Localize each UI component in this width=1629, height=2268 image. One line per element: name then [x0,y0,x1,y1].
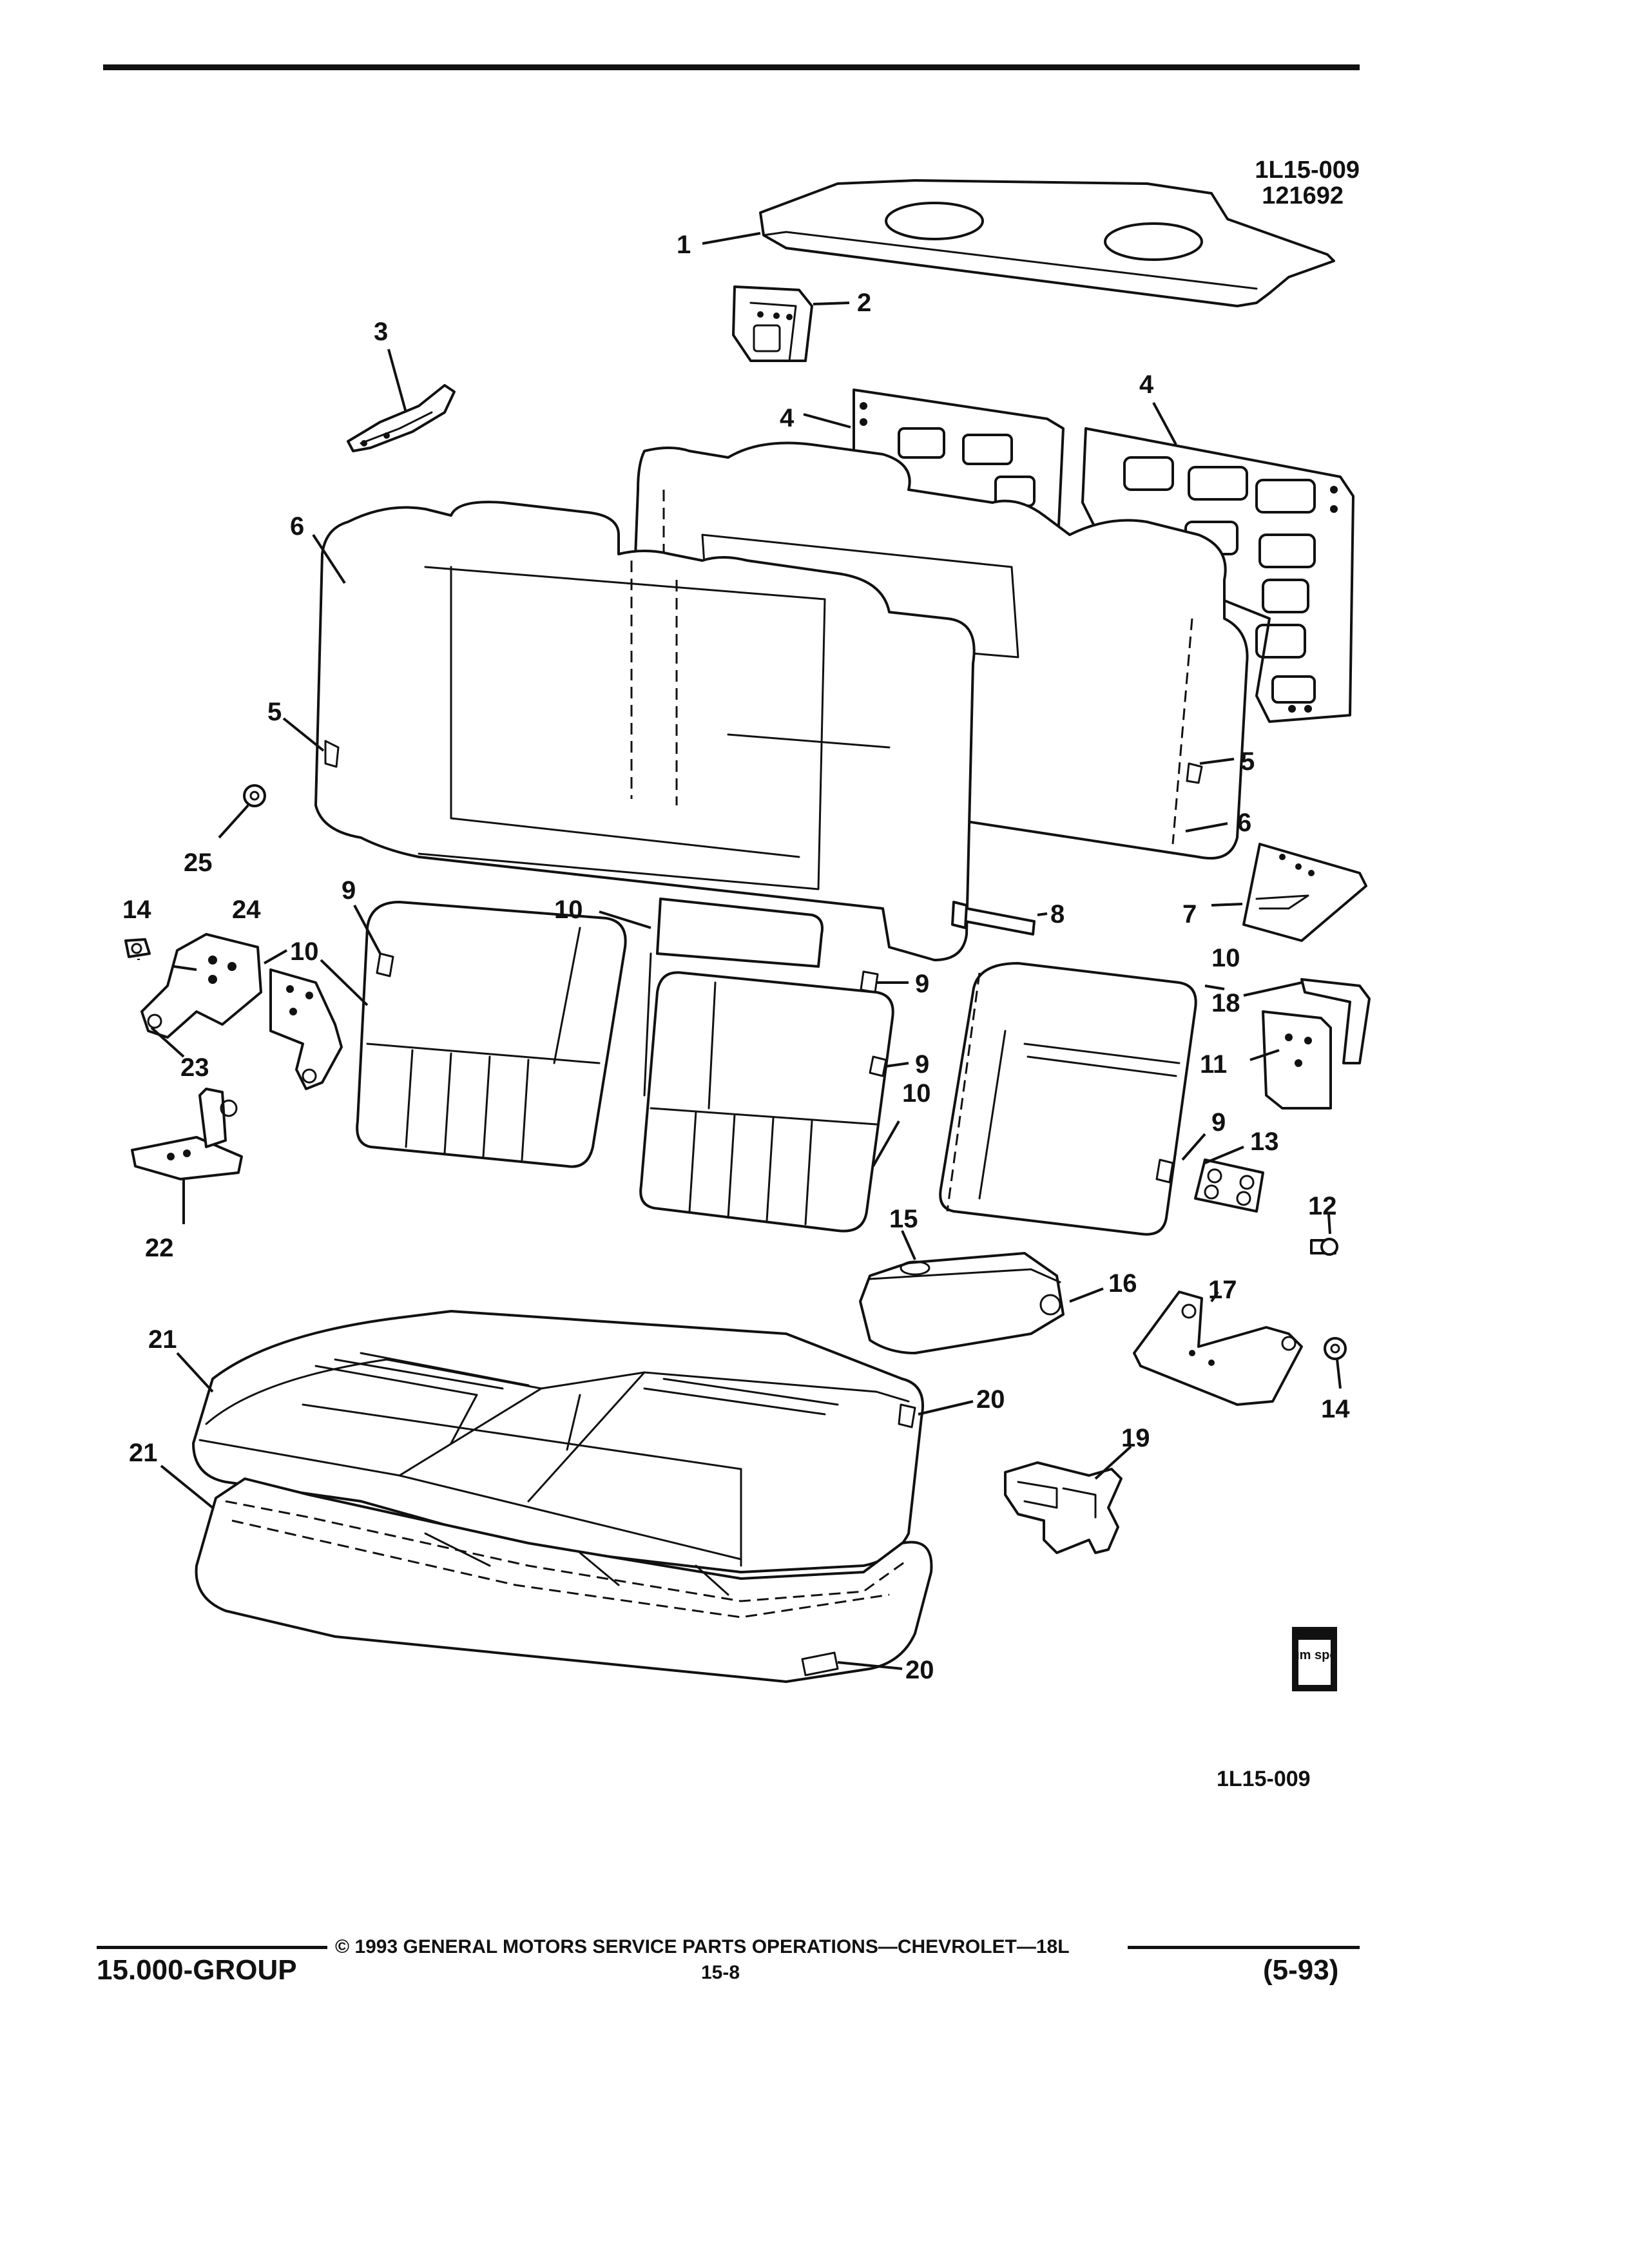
callout-21a: 21 [148,1325,177,1354]
part-bolt [951,901,1036,936]
callout-19: 19 [1121,1424,1150,1452]
callout-3: 3 [374,318,388,346]
part-seatback-cushion-right [939,962,1197,1236]
part-patch-left [324,740,340,768]
part-patch-20b [801,1651,839,1677]
part-grommet [243,784,266,807]
callout-7: 7 [1182,900,1197,928]
part-strap [347,384,456,452]
callout-17: 17 [1208,1276,1237,1304]
part-patch-20a [898,1403,916,1428]
callout-labels: 1 2 3 4 4 5 5 6 6 7 8 9 9 9 9 10 10 10 1… [122,231,1350,1684]
part-seatback-cushion-center-rear [643,898,824,1097]
callout-9c: 9 [915,1050,929,1079]
callout-10d: 10 [1211,944,1240,972]
part-rear-window-panel [759,179,1335,307]
callout-14b: 14 [1321,1395,1350,1423]
callout-6b: 6 [1237,809,1251,837]
figure-label: 1L15-009 [1217,1767,1311,1791]
part-seatback-cushion-left [356,901,627,1168]
part-seat-latch [1004,1461,1123,1554]
part-reinforcement-plate [1194,1158,1264,1213]
callout-5a: 5 [267,698,282,726]
part-seatback-cover-front [314,501,976,961]
footer-rule-right [1128,1946,1360,1949]
callout-4a: 4 [780,404,795,432]
callout-23: 23 [180,1053,209,1082]
part-patch-9a [376,952,394,977]
callout-9b: 9 [915,970,929,998]
callout-24: 24 [232,896,261,924]
part-armrest-bracket [1262,1010,1332,1110]
callout-8: 8 [1050,900,1065,928]
part-armrest-support [1133,1291,1303,1406]
part-hinge-bracket [140,933,262,1039]
footer-date-code: (5-93) [1263,1954,1339,1986]
part-nut-left [124,938,151,958]
callout-20b: 20 [905,1656,934,1684]
part-seat-cushion-cover [192,1310,924,1573]
callout-11: 11 [1200,1050,1227,1079]
callout-15: 15 [889,1205,918,1233]
callout-2: 2 [857,289,871,317]
part-patch-9b [860,970,879,994]
part-patch-9c [869,1055,887,1077]
part-latch-plate [1242,843,1367,942]
logo-text: gm spo [1291,1648,1337,1662]
part-patch-9d [1155,1158,1174,1184]
part-nut-right [1324,1337,1347,1360]
part-screw [1310,1238,1338,1256]
callout-21b: 21 [129,1439,158,1467]
callout-10a: 10 [554,896,583,924]
callout-1: 1 [677,231,691,259]
callout-9d: 9 [1211,1108,1226,1137]
callout-10c: 10 [902,1079,931,1108]
gm-spo-logo: gm spo [1291,1627,1338,1691]
callout-25: 25 [184,849,213,877]
callout-18: 18 [1211,989,1240,1017]
header-rule [103,64,1360,70]
callout-14a: 14 [122,896,151,924]
callout-6a: 6 [290,512,304,541]
part-retainer-strap [1300,978,1371,1064]
callout-9a: 9 [342,876,356,905]
figure-number: 1L15-009 [1255,157,1360,184]
callout-12: 12 [1308,1192,1337,1220]
callout-5b: 5 [1240,747,1255,776]
part-patch-right [1186,762,1203,784]
part-seat-bracket [131,1088,243,1180]
footer-copyright: © 1993 GENERAL MOTORS SERVICE PARTS OPER… [335,1936,1070,1957]
part-seatback-cushion-center [639,971,894,1233]
footer-page: 15-8 [701,1962,740,1983]
part-armrest [859,1252,1065,1354]
callout-16: 16 [1108,1269,1137,1298]
part-seat-cushion-pad [195,1477,933,1683]
callout-4b: 4 [1139,370,1154,399]
leader-lines [137,232,1342,1670]
callout-10b: 10 [290,937,319,966]
callout-13: 13 [1250,1128,1279,1156]
part-clip-bracket [732,285,813,362]
callout-22: 22 [145,1234,174,1262]
callout-20a: 20 [976,1385,1005,1414]
part-hinge-plate [269,968,343,1090]
figure-code: 121692 [1262,182,1344,209]
footer-rule-left [97,1946,327,1949]
footer-group: 15.000-GROUP [97,1954,297,1986]
